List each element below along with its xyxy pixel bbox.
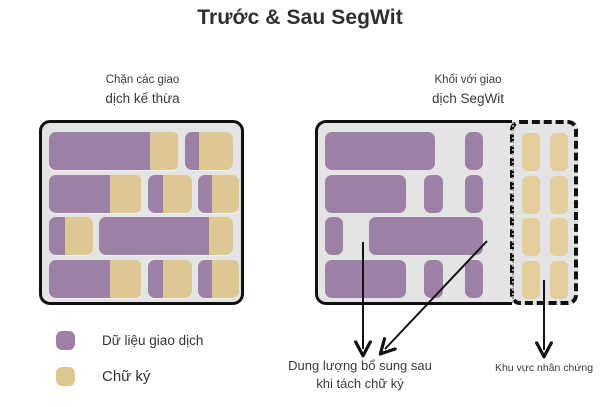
witness-signature-bar [522,133,540,171]
right-panel-caption: Khối với giao dịch SegWit [368,72,568,108]
signature-segment [64,217,94,255]
segwit-transaction-bar [325,174,406,213]
segwit-transaction-bar [464,259,484,298]
signature-segment [211,259,239,298]
segwit-transaction-bar [424,259,443,298]
annotation-extra-capacity-line1: Dung lượng bổ sung sau [288,358,432,373]
witness-area-box [510,120,578,305]
segwit-transaction-bar [325,259,406,298]
signature-segment [163,174,192,213]
segwit-transaction-bar [464,132,484,170]
signature-segment [211,174,239,213]
transaction-data-segment [49,259,111,298]
witness-signature-bar [522,218,540,256]
annotation-extra-capacity-line2: khi tách chữ ký [316,376,404,392]
segwit-block [315,120,512,305]
signature-segment [110,259,142,298]
segwit-transaction-bar [325,217,344,255]
witness-separator-line [512,122,514,303]
transaction-data-segment [197,174,212,213]
transaction-data-segment [49,174,111,213]
transaction-data-segment [147,174,164,213]
annotation-witness-area: Khu vực nhân chứng [474,361,600,376]
right-caption-line1: Khối với giao [434,74,502,86]
witness-bars-grid [514,124,574,301]
legacy-transaction-bar [49,217,94,255]
segwit-transaction-bar [369,217,484,255]
legacy-transaction-bar [197,174,239,213]
signature-segment [110,174,142,213]
right-caption-line2: dịch SegWit [431,90,505,106]
legacy-transaction-bar [197,259,239,298]
legend-item-signature: Chữ ký [56,367,150,386]
segwit-transaction-bar [325,132,436,170]
annotation-extra-capacity: Dung lượng bổ sung sau khi tách chữ ký [265,357,455,393]
transaction-data-segment [184,132,199,170]
legacy-transaction-bar [147,174,192,213]
segwit-block-rows [318,123,512,302]
legacy-transaction-bar [184,132,233,170]
left-caption-line2: dịch kế thừa [105,90,180,106]
witness-signature-bar [550,133,568,171]
witness-signature-bar [550,175,568,214]
legend-label-signature: Chữ ký [102,368,151,385]
legacy-transaction-bar [147,259,192,298]
witness-signature-bar [550,218,568,256]
transaction-data-swatch [56,331,75,350]
legacy-transaction-bar [49,174,142,213]
legend-item-transaction-data: Dữ liệu giao dịch [56,331,203,350]
witness-signature-bar [522,175,540,214]
transaction-data-segment [147,259,164,298]
legacy-transaction-bar [99,217,233,255]
page-title: Trước & Sau SegWit [197,6,403,29]
transaction-data-segment [197,259,212,298]
transaction-data-segment [49,217,65,255]
legend-label-transaction-data: Dữ liệu giao dịch [102,333,204,348]
segwit-transaction-bar [424,174,443,213]
left-caption-line1: Chặn các giao [105,74,180,86]
left-panel-caption: Chặn các giao dịch kế thừa [40,72,245,108]
witness-signature-bar [550,260,568,299]
signature-segment [208,217,233,255]
annotation-witness-area-line1: Khu vực nhân chứng [494,362,594,374]
signature-segment [163,259,192,298]
signature-segment [150,132,179,170]
transaction-data-segment [49,132,150,170]
segwit-transaction-bar [464,174,484,213]
legacy-transaction-bar [49,259,142,298]
legacy-transaction-bar [49,132,179,170]
witness-signature-bar [522,260,540,299]
signature-swatch [56,367,75,386]
signature-segment [198,132,233,170]
transaction-data-segment [99,217,209,255]
legacy-block [39,120,244,305]
legacy-block-rows [42,123,241,302]
